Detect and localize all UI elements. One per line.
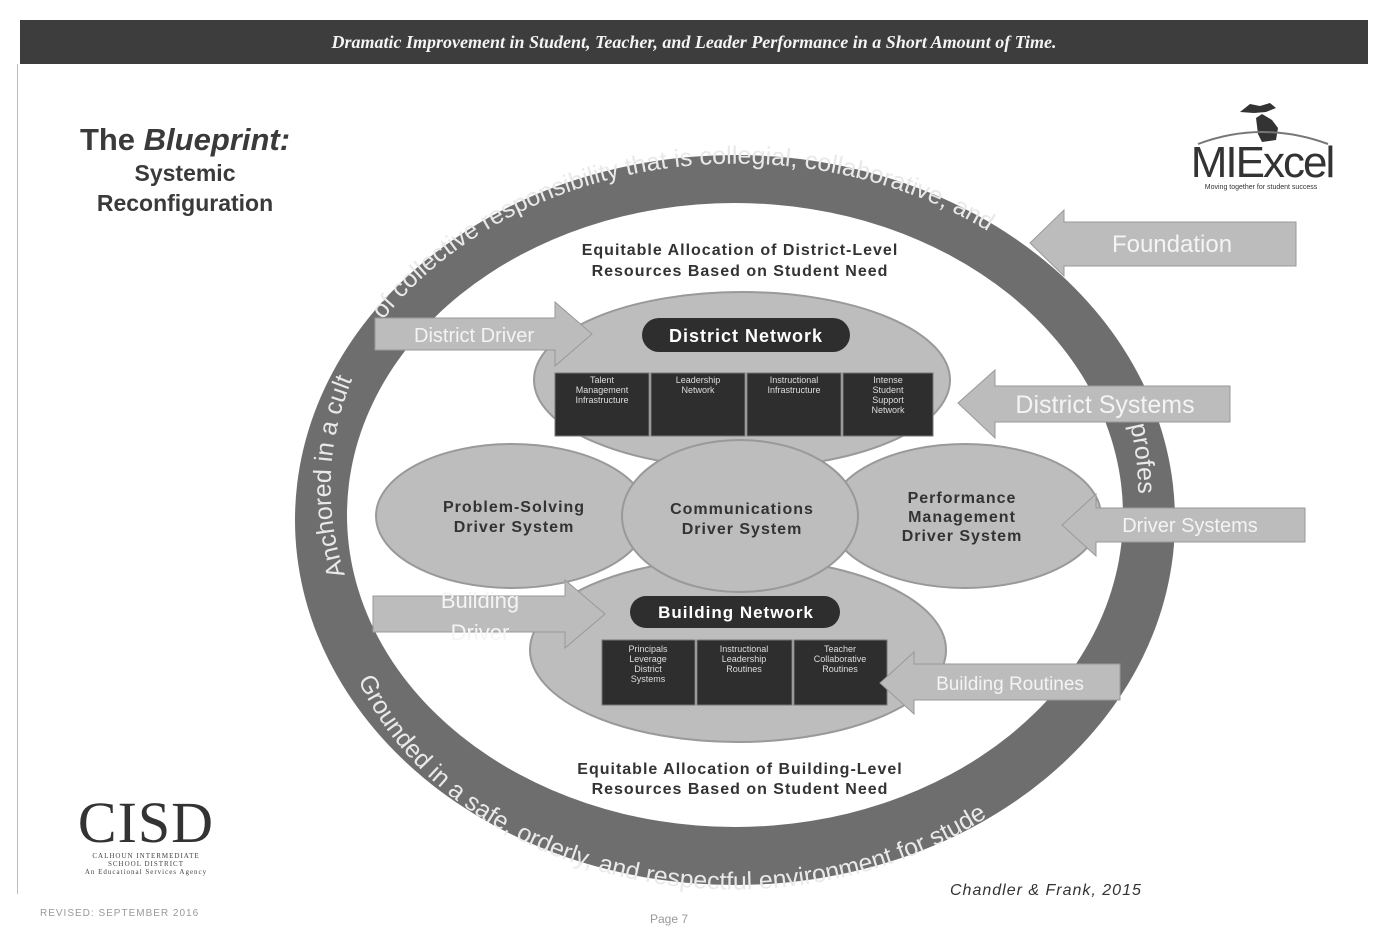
district-network-boxes: Talent Management Infrastructure Leaders… [554,372,934,437]
district-box-leadership [650,372,746,437]
svg-text:Instructional: Instructional [720,644,769,654]
svg-text:Network: Network [871,405,905,415]
page-title: The Blueprint: Systemic Reconfiguration [60,122,310,218]
svg-text:Intense: Intense [873,375,903,385]
district-box-talent [554,372,650,437]
arrow-district-driver: District Driver [374,300,593,368]
arrow-driver-systems: Driver Systems [1061,492,1306,558]
svg-text:Collaborative: Collaborative [814,654,867,664]
svg-text:Support: Support [872,395,904,405]
svg-text:Talent: Talent [590,375,615,385]
building-allocation-line1: Equitable Allocation of Building-Level [577,761,902,778]
svg-text:District Driver: District Driver [414,325,534,347]
cisd-logo: CISD CALHOUN INTERMEDIATE SCHOOL DISTRIC… [56,785,236,880]
building-network-label: Building Network [658,603,814,622]
district-network-label: District Network [669,326,823,346]
district-allocation-line1: Equitable Allocation of District-Level [582,242,899,259]
svg-text:Teacher: Teacher [824,644,856,654]
page-border-line [17,64,18,894]
performance-line2: Management [908,509,1016,526]
svg-text:Systems: Systems [631,674,666,684]
svg-text:Foundation: Foundation [1112,231,1232,258]
arrow-building-driver: Building Driver [372,578,606,650]
svg-text:District Systems: District Systems [1015,391,1194,419]
michigan-map-icon [1197,103,1329,145]
svg-text:Management: Management [576,385,629,395]
performance-line1: Performance [908,490,1017,507]
svg-text:Building: Building [441,588,519,613]
arrow-building-routines: Building Routines [879,650,1121,716]
title-blueprint: Blueprint: [143,122,291,157]
page-number: Page 7 [650,912,689,926]
communications-ellipse [621,439,859,593]
miexcel-tagline: Moving together for student success [1204,184,1318,191]
svg-text:Infrastructure: Infrastructure [767,385,820,395]
problem-solving-line1: Problem-Solving [443,499,585,516]
district-network-pill [642,318,850,352]
svg-text:Network: Network [681,385,715,395]
district-box-intense [842,372,934,437]
header-banner: Dramatic Improvement in Student, Teacher… [20,20,1368,64]
building-network-pill [630,596,840,628]
svg-text:Routines: Routines [822,664,858,674]
svg-text:Building Routines: Building Routines [936,674,1084,695]
svg-text:Principals: Principals [628,644,668,654]
title-reconfiguration: Reconfiguration [96,190,274,216]
arrow-district-systems: District Systems [957,368,1231,440]
title-systemic: Systemic [134,160,236,186]
miexcel-logo: MIExcel Moving together for student succ… [1178,100,1346,198]
revised-date: REVISED: SEPTEMBER 2016 [40,908,200,919]
performance-line3: Driver System [902,528,1023,545]
svg-text:Driver Systems: Driver Systems [1122,515,1258,537]
cisd-wordmark: CISD [77,790,215,855]
district-allocation-line2: Resources Based on Student Need [592,263,889,280]
svg-text:Leadership: Leadership [676,375,721,385]
svg-text:Leadership: Leadership [722,654,767,664]
svg-text:Driver: Driver [451,620,510,645]
title-the: The [79,122,144,157]
arrow-foundation: Foundation [1029,208,1297,278]
svg-text:Instructional: Instructional [770,375,819,385]
communications-line2: Driver System [682,521,803,538]
building-box-teacher [793,639,888,706]
building-network-boxes: Principals Leverage District Systems Ins… [601,639,888,706]
svg-text:Infrastructure: Infrastructure [575,395,628,405]
svg-text:District: District [634,664,662,674]
problem-solving-ellipse [375,443,649,589]
svg-text:Routines: Routines [726,664,762,674]
building-box-principals [601,639,696,706]
communications-line1: Communications [670,501,814,518]
svg-text:Leverage: Leverage [629,654,667,664]
svg-text:Student: Student [872,385,904,395]
district-box-instructional [746,372,842,437]
cisd-subtitle: CALHOUN INTERMEDIATE SCHOOL DISTRICT An … [84,852,208,876]
miexcel-wordmark: MIExcel [1190,138,1335,187]
building-box-instructional [696,639,793,706]
citation: Chandler & Frank, 2015 [950,882,1142,899]
problem-solving-line2: Driver System [454,519,575,536]
building-allocation-line2: Resources Based on Student Need [592,781,889,798]
